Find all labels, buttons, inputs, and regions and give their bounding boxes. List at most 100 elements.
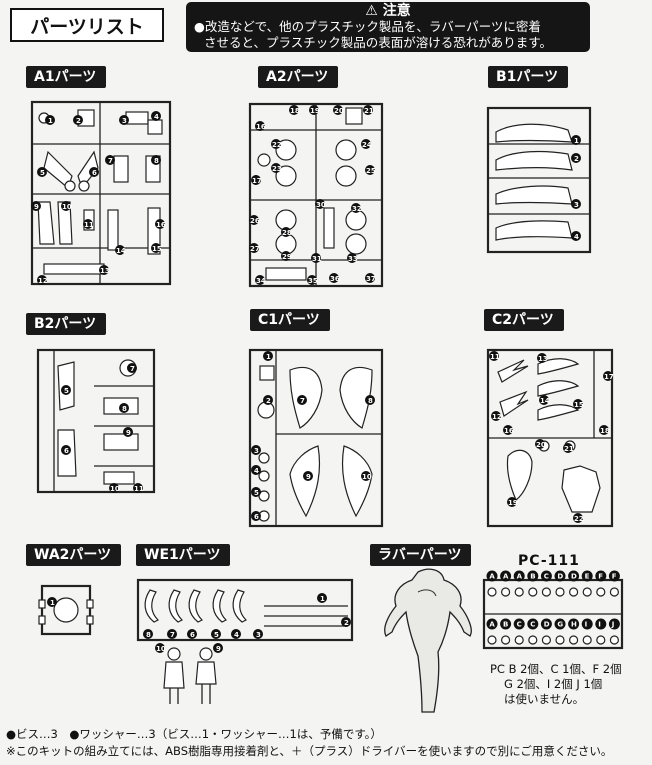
runner-a1: 1 2 3 4 5 6 7 8 9 10 11 12 13 14 15 16 bbox=[30, 100, 172, 286]
svg-text:1: 1 bbox=[266, 353, 271, 361]
svg-text:7: 7 bbox=[170, 631, 175, 639]
page-title: パーツリスト bbox=[10, 8, 164, 42]
pc-part-marker bbox=[581, 618, 593, 630]
caution-line-2: させると、プラスチック製品の表面が溶ける恐れがあります。 bbox=[204, 35, 553, 50]
pc-part-letter: H bbox=[571, 621, 577, 629]
svg-text:17: 17 bbox=[604, 373, 614, 381]
svg-text:2: 2 bbox=[266, 397, 271, 405]
pc-part-marker bbox=[527, 618, 539, 630]
pc-part-marker bbox=[500, 570, 512, 582]
svg-text:12: 12 bbox=[492, 413, 502, 421]
pc-part-letter: G bbox=[557, 621, 563, 629]
pc-part bbox=[582, 635, 592, 645]
svg-text:28: 28 bbox=[282, 229, 292, 237]
svg-text:7: 7 bbox=[300, 397, 305, 405]
svg-text:18: 18 bbox=[290, 107, 300, 115]
pc-part bbox=[555, 635, 565, 645]
section-label-wa2: WA2パーツ bbox=[26, 544, 122, 566]
svg-text:10: 10 bbox=[110, 485, 120, 493]
pc-part-marker bbox=[527, 570, 539, 582]
pc-note-line-3: は使いません。 bbox=[504, 692, 585, 706]
svg-text:8: 8 bbox=[146, 631, 151, 639]
svg-text:11: 11 bbox=[134, 485, 144, 493]
pc-part-letter: E bbox=[585, 573, 590, 581]
warning-icon: ⚠ bbox=[365, 3, 378, 19]
svg-text:25: 25 bbox=[366, 167, 376, 175]
svg-text:9: 9 bbox=[306, 473, 311, 481]
pc-part-letter: C bbox=[544, 573, 549, 581]
pc-part-marker bbox=[500, 618, 512, 630]
pc-part-marker bbox=[513, 570, 525, 582]
runner-b1: 1 2 3 4 bbox=[486, 106, 592, 254]
svg-text:18: 18 bbox=[600, 427, 610, 435]
pc-part-marker bbox=[608, 618, 620, 630]
svg-text:8: 8 bbox=[154, 157, 159, 165]
rubber-figure bbox=[384, 568, 472, 713]
svg-text:3: 3 bbox=[254, 447, 259, 455]
pc-part bbox=[501, 587, 511, 597]
svg-text:22: 22 bbox=[272, 141, 282, 149]
pc-part-letter: A bbox=[489, 621, 495, 629]
svg-text:4: 4 bbox=[234, 631, 239, 639]
svg-text:33: 33 bbox=[348, 255, 358, 263]
pc-part-marker bbox=[568, 618, 580, 630]
runner-wa2: 1 bbox=[38, 584, 94, 636]
pc-part-marker bbox=[486, 618, 498, 630]
pc-part bbox=[487, 635, 497, 645]
pc-part bbox=[596, 587, 606, 597]
svg-text:24: 24 bbox=[362, 141, 372, 149]
svg-text:13: 13 bbox=[100, 267, 110, 275]
svg-text:16: 16 bbox=[504, 427, 514, 435]
pc-part-letter: D bbox=[571, 573, 577, 581]
pc-part-letter: A bbox=[517, 573, 523, 581]
pc-part-marker bbox=[540, 618, 552, 630]
svg-text:1: 1 bbox=[48, 117, 53, 125]
svg-text:11: 11 bbox=[84, 221, 94, 229]
pc-part-letter: B bbox=[503, 621, 508, 629]
section-label-c2: C2パーツ bbox=[484, 309, 564, 331]
svg-text:16: 16 bbox=[256, 123, 266, 131]
svg-text:3: 3 bbox=[574, 201, 579, 209]
pc-part bbox=[541, 635, 552, 645]
svg-text:10: 10 bbox=[156, 645, 166, 653]
svg-text:29: 29 bbox=[282, 253, 292, 261]
pc-part bbox=[514, 587, 524, 597]
caution-line-1: ●改造などで、他のプラスチック製品を、ラバーパーツに密着 bbox=[194, 19, 541, 34]
svg-text:9: 9 bbox=[34, 203, 39, 211]
svg-text:9: 9 bbox=[126, 429, 131, 437]
pc-part-letter: B bbox=[530, 573, 535, 581]
svg-text:31: 31 bbox=[312, 255, 322, 263]
svg-text:5: 5 bbox=[214, 631, 219, 639]
svg-text:7: 7 bbox=[130, 365, 135, 373]
caution-title: 注意 bbox=[382, 3, 411, 19]
svg-text:14: 14 bbox=[116, 247, 126, 255]
svg-text:6: 6 bbox=[254, 513, 259, 521]
svg-text:4: 4 bbox=[574, 233, 579, 241]
svg-text:2: 2 bbox=[76, 117, 81, 125]
svg-text:14: 14 bbox=[540, 397, 550, 405]
svg-text:36: 36 bbox=[330, 275, 340, 283]
svg-text:3: 3 bbox=[122, 117, 127, 125]
footer-notes: ●ビス…3 ●ワッシャー…3（ビス…1・ワッシャー…1は、予備です。） ※このキ… bbox=[6, 726, 652, 760]
svg-text:8: 8 bbox=[368, 397, 373, 405]
pc-note-line-1: PC B 2個、C 1個、F 2個 bbox=[490, 662, 622, 676]
svg-text:5: 5 bbox=[40, 169, 45, 177]
section-label-a1: A1パーツ bbox=[26, 66, 107, 88]
svg-text:11: 11 bbox=[490, 353, 500, 361]
pc-part-letter: A bbox=[503, 573, 509, 581]
caution-heading: ⚠ 注意 bbox=[186, 3, 590, 19]
svg-text:2: 2 bbox=[344, 619, 349, 627]
pc-part-marker bbox=[486, 570, 498, 582]
svg-text:20: 20 bbox=[334, 107, 344, 115]
section-label-rubber: ラバーパーツ bbox=[370, 544, 472, 566]
runner-a2: 16 18 19 20 21 22 23 24 25 17 26 27 28 2… bbox=[248, 102, 384, 288]
runner-c2: 11 12 13 14 15 16 17 18 19 20 21 22 bbox=[486, 348, 614, 528]
section-label-b2: B2パーツ bbox=[26, 313, 107, 335]
pc-part bbox=[555, 587, 565, 597]
svg-text:19: 19 bbox=[310, 107, 320, 115]
pc-note-line-2: G 2個、I 2個 J 1個 bbox=[504, 677, 603, 691]
svg-text:37: 37 bbox=[366, 275, 376, 283]
svg-text:13: 13 bbox=[538, 355, 548, 363]
pc-part bbox=[609, 635, 619, 645]
pc-part-marker bbox=[513, 618, 525, 630]
